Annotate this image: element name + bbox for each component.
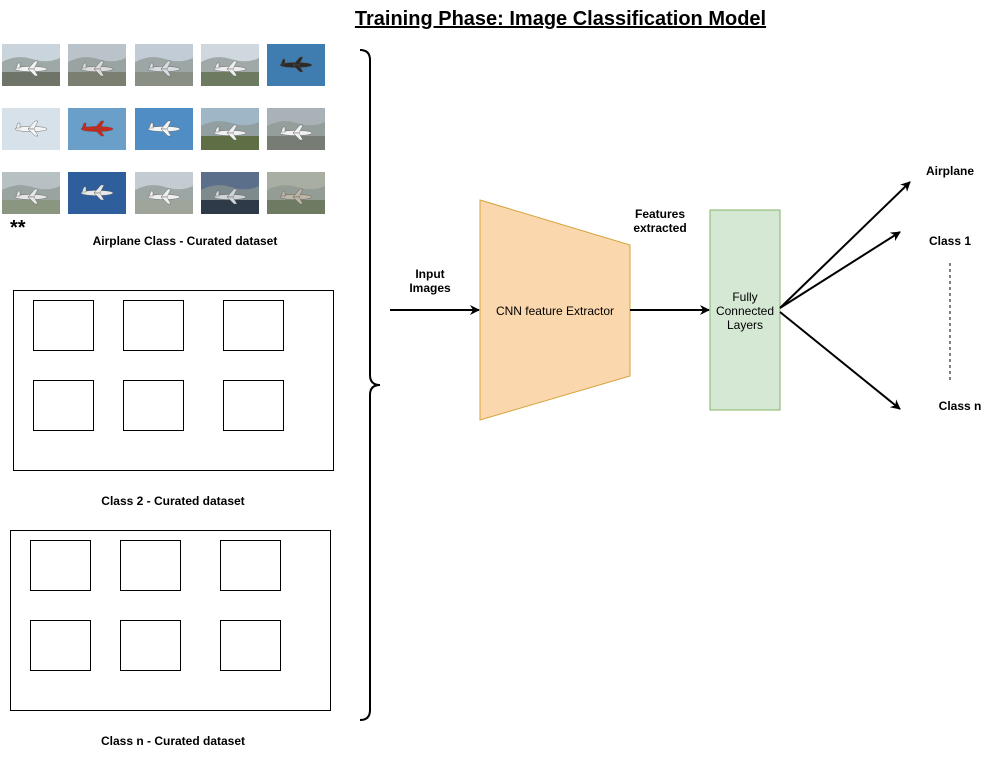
airplane-thumbnail <box>267 172 325 214</box>
class2-image-placeholder <box>33 380 94 431</box>
output-arrow-classn <box>779 311 901 410</box>
airplane-thumbnail <box>68 172 126 214</box>
classn-image-placeholder <box>220 540 281 591</box>
airplane-thumbnail <box>2 108 60 150</box>
airplane-thumbnail <box>135 44 193 86</box>
class2-image-placeholder <box>223 380 284 431</box>
airplane-thumbnail <box>2 44 60 86</box>
marker-text: ** <box>10 217 26 239</box>
input-images-label: Input Images <box>409 267 451 295</box>
cnn-feature-extractor-label: CNN feature Extractor <box>495 304 615 318</box>
grouping-brace <box>359 49 381 721</box>
output-class1-label: Class 1 <box>928 234 972 248</box>
airplane-thumbnail <box>68 44 126 86</box>
output-arrow-class1 <box>779 231 901 309</box>
classn-image-placeholder <box>30 620 91 671</box>
airplane-thumbnail <box>135 108 193 150</box>
classn-image-placeholder <box>120 540 181 591</box>
airplane-thumbnail <box>201 108 259 150</box>
classn-image-placeholder <box>220 620 281 671</box>
classn-dataset-box <box>10 530 331 711</box>
fully-connected-label: Fully Connected Layers <box>715 290 775 332</box>
class2-dataset-box <box>13 290 334 471</box>
fully-connected-block <box>709 209 781 411</box>
airplane-dataset-label: Airplane Class - Curated dataset <box>92 234 278 248</box>
airplane-thumbnail <box>201 172 259 214</box>
airplane-thumbnail <box>267 44 325 86</box>
cnn-feature-extractor-block <box>479 199 631 421</box>
class2-image-placeholder <box>33 300 94 351</box>
airplane-thumbnail <box>2 172 60 214</box>
class2-dataset-label: Class 2 - Curated dataset <box>101 494 245 508</box>
class2-image-placeholder <box>123 300 184 351</box>
classn-dataset-label: Class n - Curated dataset <box>100 734 246 748</box>
classn-image-placeholder <box>120 620 181 671</box>
features-extracted-label: Features extracted <box>633 207 687 235</box>
class2-image-placeholder <box>223 300 284 351</box>
diagram-title: Training Phase: Image Classification Mod… <box>354 8 767 30</box>
airplane-thumbnail <box>267 108 325 150</box>
airplane-thumbnail <box>201 44 259 86</box>
airplane-thumbnail <box>68 108 126 150</box>
output-arrow-airplane <box>779 181 911 309</box>
classn-image-placeholder <box>30 540 91 591</box>
output-airplane-label: Airplane <box>925 164 974 178</box>
airplane-thumbnail <box>135 172 193 214</box>
output-classn-label: Class n <box>938 399 982 413</box>
class2-image-placeholder <box>123 380 184 431</box>
